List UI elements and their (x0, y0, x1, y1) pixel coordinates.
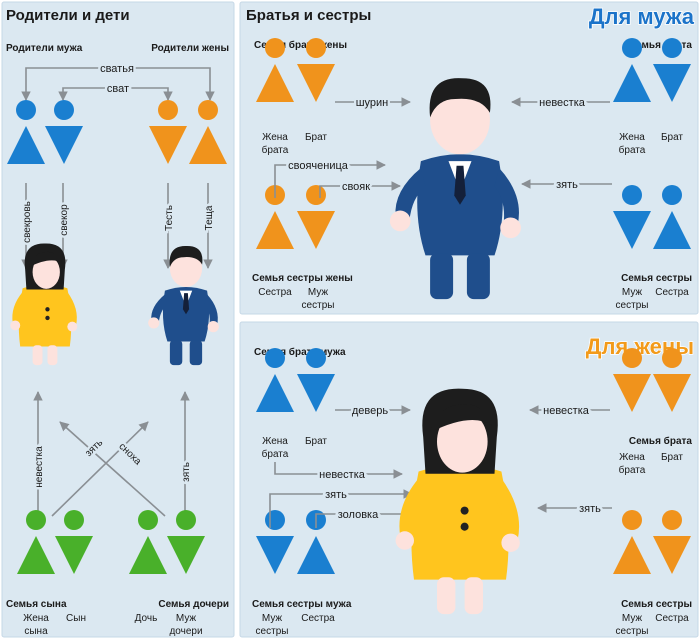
label-son-family: Семья сына (6, 599, 67, 610)
label-svoyak: свояк (342, 181, 370, 193)
arrow-labels-bottom-right: деверь невестка невестка зять золовка зя… (317, 403, 604, 524)
label-wife-parents: Родители жены (151, 43, 229, 54)
label-tr-r-sister: Сестра (655, 287, 689, 298)
arrow-labels-left: сватья сват свекровь свекор Тесть Теща н… (20, 61, 218, 491)
label-br-zyat-mid: зять (325, 489, 347, 501)
figure-brother-wife-m (613, 38, 651, 102)
label-son-wife-2: сына (24, 626, 48, 637)
arrows-bottom-right (269, 405, 612, 528)
figure-sister-w (613, 510, 651, 574)
figure-svekrov (7, 100, 45, 164)
figure-brother-wife-of-wife (256, 38, 294, 102)
label-tr-nevestka: невестка (539, 97, 586, 109)
label-br-sister-husband-1: Муж (262, 613, 283, 624)
figure-brother-w (653, 348, 691, 412)
label-svekrov: свекровь (22, 201, 33, 243)
label-br-sister-husband-2: сестры (256, 626, 289, 637)
label-sister-husband-family: Семья сестры мужа (252, 599, 352, 610)
label-tr-r-brother-wife-1: Жена (619, 132, 645, 143)
figure-test (149, 100, 187, 164)
label-tr-r-sister-husband-1: Муж (622, 287, 643, 298)
label-sister-family-m: Семья сестры (621, 273, 692, 284)
left-panel-title: Родители и дети (6, 7, 130, 24)
figure-son (55, 510, 93, 574)
figure-sister-husband-m (613, 185, 651, 249)
label-br-brother: Брат (305, 436, 327, 447)
label-tr-r-sister-husband-2: сестры (616, 300, 649, 311)
label-daughter-family: Семья дочери (158, 599, 229, 610)
label-br-nevestka-mid: невестка (319, 469, 366, 481)
label-son: Сын (66, 613, 86, 624)
label-tr-r-brother: Брат (661, 132, 683, 143)
label-tr-zyat: зять (556, 179, 578, 191)
label-brother-family-w: Семья брата (629, 435, 693, 447)
figure-son-wife (17, 510, 55, 574)
figure-teshcha (189, 100, 227, 164)
label-zolovka: золовка (338, 509, 379, 521)
figure-brother-of-husband (297, 348, 335, 412)
label-zyat-right: зять (181, 462, 192, 482)
label-svat: сват (107, 83, 129, 95)
label-sister-wife-family: Семья сестры жены (252, 273, 353, 284)
figure-sister-husband-of-wife (297, 185, 335, 249)
label-br-brother-wife-1: Жена (262, 436, 288, 447)
figure-brother-wife-w (613, 348, 651, 412)
label-tr-sister-husband-2: сестры (302, 300, 335, 311)
arrows-left-panel (21, 67, 215, 520)
figure-brother-of-wife (297, 38, 335, 102)
label-tr-brother-wife-2: брата (262, 144, 289, 156)
figure-brother-m (653, 38, 691, 102)
label-svoyachenitsa: свояченица (288, 160, 349, 172)
label-daughter-husband-2: дочери (169, 626, 202, 637)
label-daughter-husband-1: Муж (176, 613, 197, 624)
arrow-labels-top-right: шурин невестка свояченица свояк зять (286, 95, 589, 196)
label-dever: деверь (352, 405, 388, 417)
avatar-husband-large (389, 78, 521, 300)
label-nevestka: невестка (34, 446, 45, 488)
label-br-brother-wife-2: брата (262, 448, 289, 460)
avatar-wife-small (10, 243, 78, 366)
arrows-top-right (274, 97, 612, 198)
figure-sister-m (653, 185, 691, 249)
label-svatya: сватья (100, 63, 134, 75)
label-son-wife-1: Жена (23, 613, 49, 624)
label-tr-brother-wife-1: Жена (262, 132, 288, 143)
label-br-zyat-right: зять (579, 503, 601, 515)
label-daughter: Дочь (135, 613, 158, 624)
label-tr-sister: Сестра (258, 287, 292, 298)
panel-parents-children (1, 1, 235, 638)
label-test: Тесть (164, 205, 175, 231)
label-br-nevestka-top: невестка (543, 405, 590, 417)
label-br-r-brother: Брат (661, 452, 683, 463)
label-br-r-sister-husband-1: Муж (622, 613, 643, 624)
label-br-r-sister: Сестра (655, 613, 689, 624)
figure-brother-wife-of-husband (256, 348, 294, 412)
label-tr-brother: Брат (305, 132, 327, 143)
figure-daughter-husband (167, 510, 205, 574)
label-tr-r-brother-wife-2: брата (619, 144, 646, 156)
label-shurin: шурин (356, 97, 389, 109)
avatar-wife-large (395, 388, 520, 615)
label-br-r-sister-husband-2: сестры (616, 626, 649, 637)
label-br-sister: Сестра (301, 613, 335, 624)
banner-for-husband: Для мужа (589, 4, 695, 29)
label-br-r-brother-wife-1: Жена (619, 452, 645, 463)
label-sister-family-w: Семья сестры (621, 599, 692, 610)
figure-sister-husband-w (653, 510, 691, 574)
figure-daughter (129, 510, 167, 574)
top-right-panel-title: Братья и сестры (246, 7, 371, 24)
label-svekor: свекор (59, 204, 70, 236)
label-husband-parents: Родители мужа (6, 43, 83, 54)
label-br-r-brother-wife-2: брата (619, 464, 646, 476)
label-teshcha: Теща (204, 205, 215, 230)
label-tr-sister-husband-1: Муж (308, 287, 329, 298)
avatar-husband-small (148, 245, 219, 366)
figure-svekor (45, 100, 83, 164)
